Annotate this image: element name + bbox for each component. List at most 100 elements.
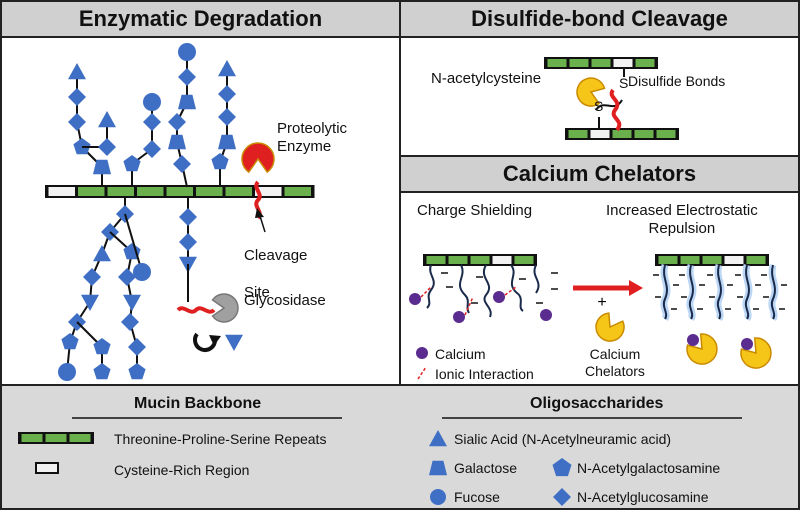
- tps-repeat-segment: [137, 187, 164, 196]
- galnac-icon: [93, 338, 111, 355]
- sialic-acid-icon: [225, 334, 243, 351]
- sialic-acid-icon: [218, 60, 236, 77]
- ionic-interaction-line: [420, 286, 432, 298]
- cysteine-rich-segment: [48, 187, 75, 196]
- glcnac-icon: [143, 140, 161, 158]
- n-acetylcysteine-icon: [576, 77, 606, 107]
- galnac-icon: [93, 363, 111, 380]
- glcnac-icon: [179, 208, 197, 226]
- chelated-calcium-ion: [741, 338, 753, 350]
- tps-repeat-segment: [658, 256, 678, 264]
- glcnac-label: N-Acetylglucosamine: [577, 489, 709, 505]
- enzymatic-degradation-title: Enzymatic Degradation: [2, 2, 399, 38]
- galactose-icon: [218, 134, 236, 150]
- increased-repulsion-label: Increased Electrostatic Repulsion: [606, 202, 758, 237]
- fucose-icon: [58, 363, 76, 381]
- nac-label: N-acetylcysteine: [431, 70, 542, 87]
- glcnac-icon: [83, 268, 101, 286]
- cysteine-rich-legend-icon: [35, 462, 59, 474]
- glcnac-icon: [178, 68, 196, 86]
- cleavage-arrow: [259, 215, 266, 233]
- tps-repeat-segment: [569, 59, 589, 67]
- enzymatic-degradation-panel: Enzymatic Degradation Proteolytic Enzyme…: [0, 0, 401, 386]
- disulfide-panel: Disulfide-bond Cleavage N-acetylcysteine…: [399, 0, 800, 157]
- tps-repeat-segment: [591, 59, 611, 67]
- plus-sign: +: [597, 294, 606, 311]
- calcium-diagram: +: [409, 254, 787, 380]
- tps-repeat-segment: [426, 256, 446, 264]
- tps-repeat-segment: [45, 434, 67, 442]
- galactose-icon: [168, 134, 186, 150]
- disulfide-bond: [595, 99, 623, 111]
- glcnac-icon: [98, 138, 116, 156]
- galactose-icon: [93, 159, 111, 175]
- tps-repeat-segment: [635, 59, 655, 67]
- tps-repeat-segment: [612, 130, 632, 138]
- calcium-ion: [540, 309, 552, 321]
- fucose-icon: [430, 489, 446, 505]
- calcium-title: Calcium Chelators: [401, 157, 798, 193]
- fucose-icon: [143, 93, 161, 111]
- sialic-acid-icon: [429, 430, 447, 447]
- sialic-acid-icon: [98, 111, 116, 128]
- fucose-icon: [178, 43, 196, 61]
- galnac-icon: [128, 363, 146, 380]
- galactose-label: Galactose: [454, 460, 518, 476]
- glycan-chain: [459, 264, 470, 314]
- cysteine-rich-segment: [255, 187, 282, 196]
- sialic-acid-icon: [81, 294, 99, 311]
- sialic-acid-icon: [123, 294, 141, 311]
- tps-repeat-segment: [196, 187, 223, 196]
- tps-repeat-segment: [702, 256, 722, 264]
- enzymatic-diagram: [45, 43, 315, 381]
- calcium-label: Calcium: [435, 346, 486, 362]
- calcium-ion: [409, 293, 421, 305]
- galnac-icon: [61, 333, 79, 350]
- tps-repeat-segment: [284, 187, 311, 196]
- tps-repeat-segment: [166, 187, 193, 196]
- cysteine-rich-segment: [724, 256, 744, 264]
- charge-shielding-label: Charge Shielding: [417, 202, 533, 219]
- tps-repeat-segment: [568, 130, 588, 138]
- tps-repeat-segment: [547, 59, 567, 67]
- tps-repeat-segment: [680, 256, 700, 264]
- cysteine-rich-segment: [492, 256, 512, 264]
- glcnac-icon: [68, 113, 86, 131]
- calcium-ion: [453, 311, 465, 323]
- ionic-interaction-label: Ionic Interaction: [435, 366, 534, 382]
- calcium-chelator-icon: [595, 312, 625, 342]
- glycan-chain: [688, 264, 694, 320]
- reaction-arrow-head: [629, 280, 643, 296]
- galactose-icon: [429, 460, 447, 476]
- legend-panel: Mucin Backbone Oligosaccharides Threonin…: [0, 384, 800, 510]
- glcnac-icon: [118, 268, 136, 286]
- calcium-ion: [493, 291, 505, 303]
- glycosidase-label: Glycosidase: [244, 292, 326, 309]
- tps-repeat-segment: [107, 187, 134, 196]
- galnac-icon: [123, 155, 141, 172]
- disulfide-diagram: [544, 57, 679, 140]
- galnac-icon: [211, 153, 229, 170]
- sulfur-label-bottom: S: [594, 98, 604, 114]
- tps-repeat-segment: [21, 434, 43, 442]
- sulfur-label-top: S: [619, 75, 629, 91]
- cleavage-arrow-head: [255, 208, 264, 218]
- sialic-acid-label: Sialic Acid (N-Acetylneuramic acid): [454, 431, 672, 447]
- glcnac-icon: [218, 108, 236, 126]
- glycosidase-icon: [211, 293, 239, 323]
- glycan-chain: [426, 264, 435, 309]
- tps-repeat-segment: [78, 187, 105, 196]
- glcnac-icon: [168, 113, 186, 131]
- ionic-interaction-line: [464, 296, 474, 316]
- cysteine-rich-segment: [590, 130, 610, 138]
- galnac-icon: [552, 458, 572, 477]
- sialic-acid-icon: [68, 63, 86, 80]
- glcnac-icon: [128, 338, 146, 356]
- glycan-chain: [533, 264, 540, 294]
- calcium-panel: Calcium Chelators + Charge Shielding Inc…: [399, 155, 800, 386]
- chelator-with-calcium-icon: [686, 333, 718, 365]
- calcium-chelators-label: Calcium Chelators: [585, 346, 645, 379]
- ionic-interaction-legend-icon: [417, 366, 427, 380]
- ionic-interaction-line: [504, 286, 517, 296]
- glycan-chain: [744, 264, 750, 320]
